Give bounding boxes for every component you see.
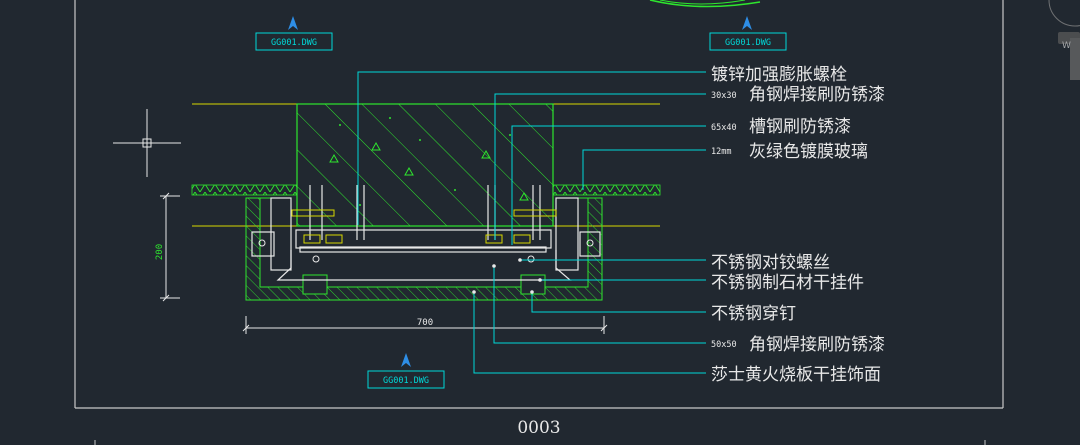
concrete-block <box>296 103 554 227</box>
annotation-spec: 12mm <box>711 147 731 157</box>
annotation-spec: 50x50 <box>711 340 737 350</box>
annotation-text: 镀锌加强膨胀螺栓 <box>711 65 847 85</box>
section-arrow-icon <box>288 16 298 30</box>
annotation-text: 不锈钢对铰螺丝 <box>711 253 830 273</box>
ref-marker-top-right[interactable]: GG001.DWG <box>709 16 787 51</box>
dimension-width <box>242 316 608 334</box>
leader-dots <box>472 258 542 294</box>
annotation-list: 镀锌加强膨胀螺栓 30x30 角钢焊接刷防锈漆 65x40 槽钢刷防锈漆 12m… <box>711 65 885 385</box>
section-arrow-icon <box>742 16 752 30</box>
drawing-frame <box>74 0 1004 409</box>
dimension-height-label: 200 <box>155 244 165 260</box>
floor-right <box>552 184 661 196</box>
annotation-text: 莎士黄火烧板干挂饰面 <box>711 365 881 385</box>
ref-label: GG001.DWG <box>383 376 429 386</box>
annotation-spec: 30x30 <box>711 91 737 101</box>
dimension-height <box>160 192 180 302</box>
dimension-width-label: 700 <box>417 318 433 328</box>
floor-left <box>191 184 298 196</box>
annotation-text: 灰绿色镀膜玻璃 <box>749 142 868 162</box>
annotation-text: 不锈钢穿钉 <box>711 304 796 324</box>
ref-marker-top-left[interactable]: GG001.DWG <box>255 16 333 51</box>
bolt-fixings <box>258 209 594 263</box>
section-arrow-icon <box>401 353 411 367</box>
annotation-spec: 65x40 <box>711 123 737 133</box>
annotation-text: 角钢焊接刷防锈漆 <box>749 335 885 355</box>
annotation-text: 角钢焊接刷防锈漆 <box>749 85 885 105</box>
leader-lines <box>357 71 706 374</box>
sheet-number: 0003 <box>517 418 560 438</box>
steel-frame <box>251 185 601 281</box>
annotation-text: 不锈钢制石材干挂件 <box>711 273 864 293</box>
ref-label: GG001.DWG <box>725 38 771 48</box>
ref-label: GG001.DWG <box>271 38 317 48</box>
ref-marker-bottom[interactable]: GG001.DWG <box>367 353 445 389</box>
annotation-text: 槽钢刷防锈漆 <box>749 117 851 137</box>
partial-side-panel: W <box>1048 0 1080 80</box>
side-panel-glyph-w: W <box>1062 41 1071 51</box>
crosshair-cursor-icon <box>113 109 181 177</box>
top-arc <box>649 0 761 8</box>
